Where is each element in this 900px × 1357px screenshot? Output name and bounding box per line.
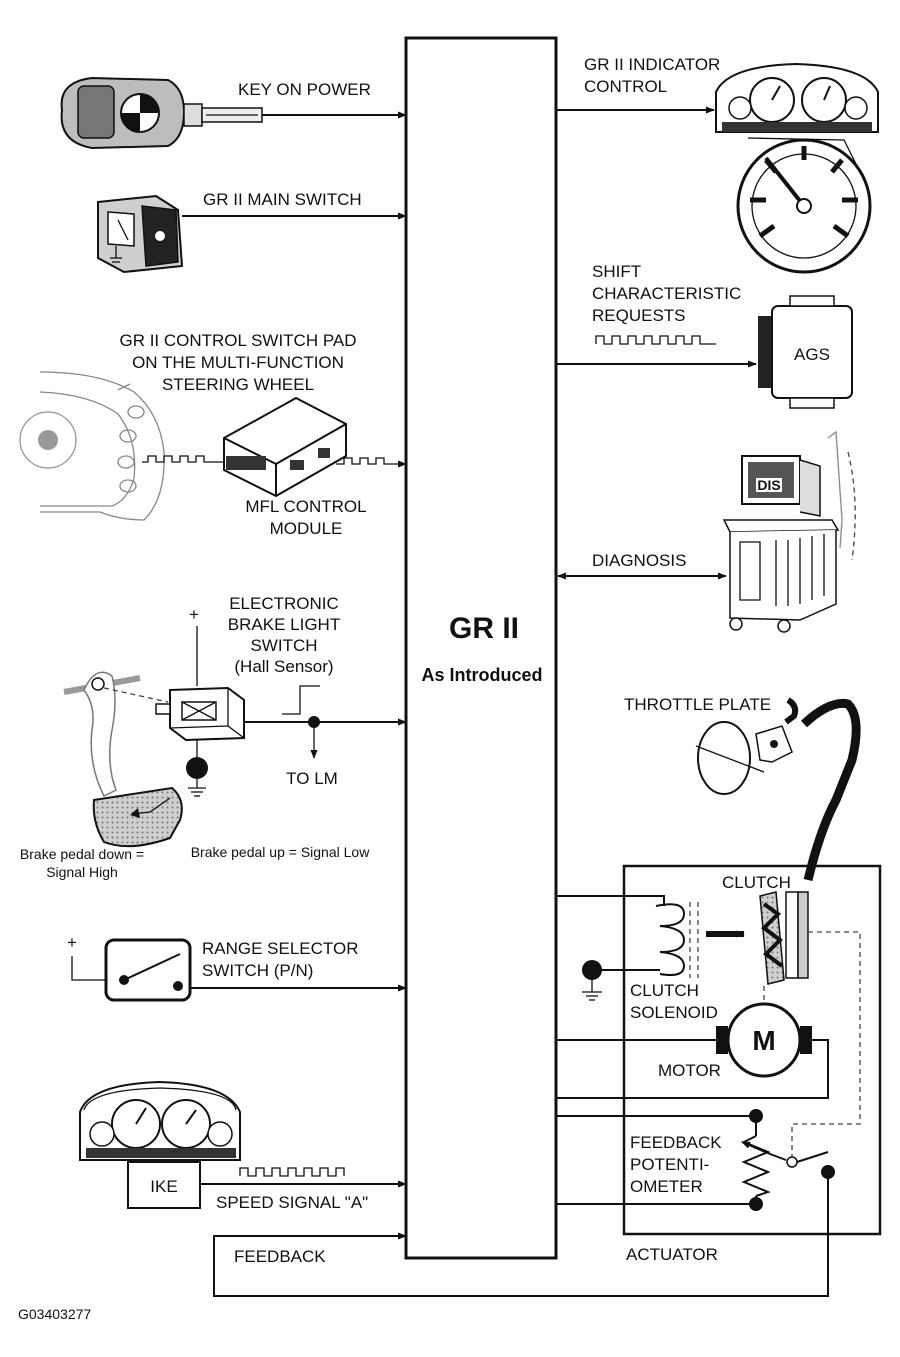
brake-up-label: Brake pedal up = Signal Low bbox=[191, 844, 371, 860]
control-pad-label-3: STEERING WHEEL bbox=[162, 375, 314, 394]
diagnosis-label: DIAGNOSIS bbox=[592, 551, 686, 570]
mfl-module-label-2: MODULE bbox=[270, 519, 343, 538]
feedback-pot-label-2: POTENTI- bbox=[630, 1155, 709, 1174]
figure-id: G03403277 bbox=[18, 1306, 91, 1322]
clutch-label: CLUTCH bbox=[722, 873, 791, 892]
shift-requests-label-3: REQUESTS bbox=[592, 306, 686, 325]
clutch-solenoid-icon bbox=[655, 902, 745, 978]
actuator-box bbox=[622, 864, 882, 1236]
ags-module bbox=[758, 295, 853, 409]
mfl-input-signal bbox=[142, 455, 226, 463]
actuator-label: ACTUATOR bbox=[626, 1245, 718, 1264]
shift-requests-label-1: SHIFT bbox=[592, 262, 641, 281]
ags-label: AGS bbox=[794, 345, 830, 364]
indicator-label-2: CONTROL bbox=[584, 77, 667, 96]
ike-module bbox=[127, 1161, 201, 1209]
feedback-potentiometer-icon bbox=[556, 1109, 835, 1211]
speed-signal-label: SPEED SIGNAL "A" bbox=[216, 1193, 368, 1212]
range-selector-label-1: RANGE SELECTOR bbox=[202, 939, 359, 958]
speed-signal-pulses bbox=[239, 1167, 345, 1177]
motor-label: MOTOR bbox=[658, 1061, 721, 1080]
clutch-icon bbox=[759, 891, 809, 985]
feedback-pot-label-1: FEEDBACK bbox=[630, 1133, 722, 1152]
control-pad-label-1: GR II CONTROL SWITCH PAD bbox=[119, 331, 356, 350]
mfl-module-label-1: MFL CONTROL bbox=[245, 497, 366, 516]
to-lm-label: TO LM bbox=[286, 769, 338, 788]
control-pad-label-2: ON THE MULTI-FUNCTION bbox=[132, 353, 344, 372]
key-on-power-label: KEY ON POWER bbox=[238, 80, 371, 99]
ike-label: IKE bbox=[150, 1177, 177, 1196]
main-switch-label: GR II MAIN SWITCH bbox=[203, 190, 362, 209]
range-plus-symbol: + bbox=[67, 933, 77, 952]
feedback-line bbox=[213, 1172, 829, 1297]
gr2-indicator-cluster-icon bbox=[715, 62, 879, 189]
range-selector-label-2: SWITCH (P/N) bbox=[202, 961, 313, 980]
motor-icon: M bbox=[716, 1002, 812, 1078]
brake-down-label-1: Brake pedal down = bbox=[20, 846, 144, 862]
throttle-cable bbox=[800, 698, 861, 882]
brake-switch-label-4: (Hall Sensor) bbox=[234, 657, 333, 676]
throttle-label: THROTTLE PLATE bbox=[624, 695, 771, 714]
main-switch-icon bbox=[97, 194, 184, 274]
gr2-control-module: GR II As Introduced bbox=[404, 36, 558, 1260]
key-fob-icon bbox=[60, 76, 263, 150]
brake-pedal-icon bbox=[63, 671, 183, 848]
instrument-cluster-icon bbox=[79, 1080, 241, 1161]
shift-requests-label-2: CHARACTERISTIC bbox=[592, 284, 741, 303]
range-selector-switch-icon bbox=[104, 938, 192, 1002]
plus-symbol: + bbox=[189, 605, 199, 624]
ground-connection-icon bbox=[186, 757, 208, 779]
module-title: GR II bbox=[449, 612, 519, 645]
shift-request-pulses bbox=[595, 335, 716, 345]
motor-symbol: M bbox=[752, 1025, 775, 1056]
module-subtitle: As Introduced bbox=[421, 665, 542, 685]
brake-switch-label-1: ELECTRONIC bbox=[229, 594, 339, 613]
brake-switch-label-2: BRAKE LIGHT bbox=[228, 615, 340, 634]
feedback-pot-label-3: OMETER bbox=[630, 1177, 703, 1196]
indicator-label-1: GR II INDICATOR bbox=[584, 55, 720, 74]
dis-label: DIS bbox=[757, 477, 780, 493]
step-signal-icon bbox=[282, 685, 320, 715]
steering-wheel-icon bbox=[19, 371, 165, 521]
speedometer-detail-icon bbox=[736, 138, 872, 274]
mfl-output-signal bbox=[336, 457, 407, 468]
hall-sensor-icon bbox=[155, 686, 245, 742]
clutch-solenoid-label-1: CLUTCH bbox=[630, 981, 699, 1000]
brake-down-label-2: Signal High bbox=[46, 864, 118, 880]
clutch-solenoid-label-2: SOLENOID bbox=[630, 1003, 718, 1022]
dis-tester-icon: DIS bbox=[722, 430, 856, 633]
throttle-plate-icon bbox=[695, 697, 799, 795]
brake-switch-label-3: SWITCH bbox=[250, 636, 317, 655]
feedback-label: FEEDBACK bbox=[234, 1247, 326, 1266]
mfl-control-module-icon bbox=[223, 396, 347, 498]
